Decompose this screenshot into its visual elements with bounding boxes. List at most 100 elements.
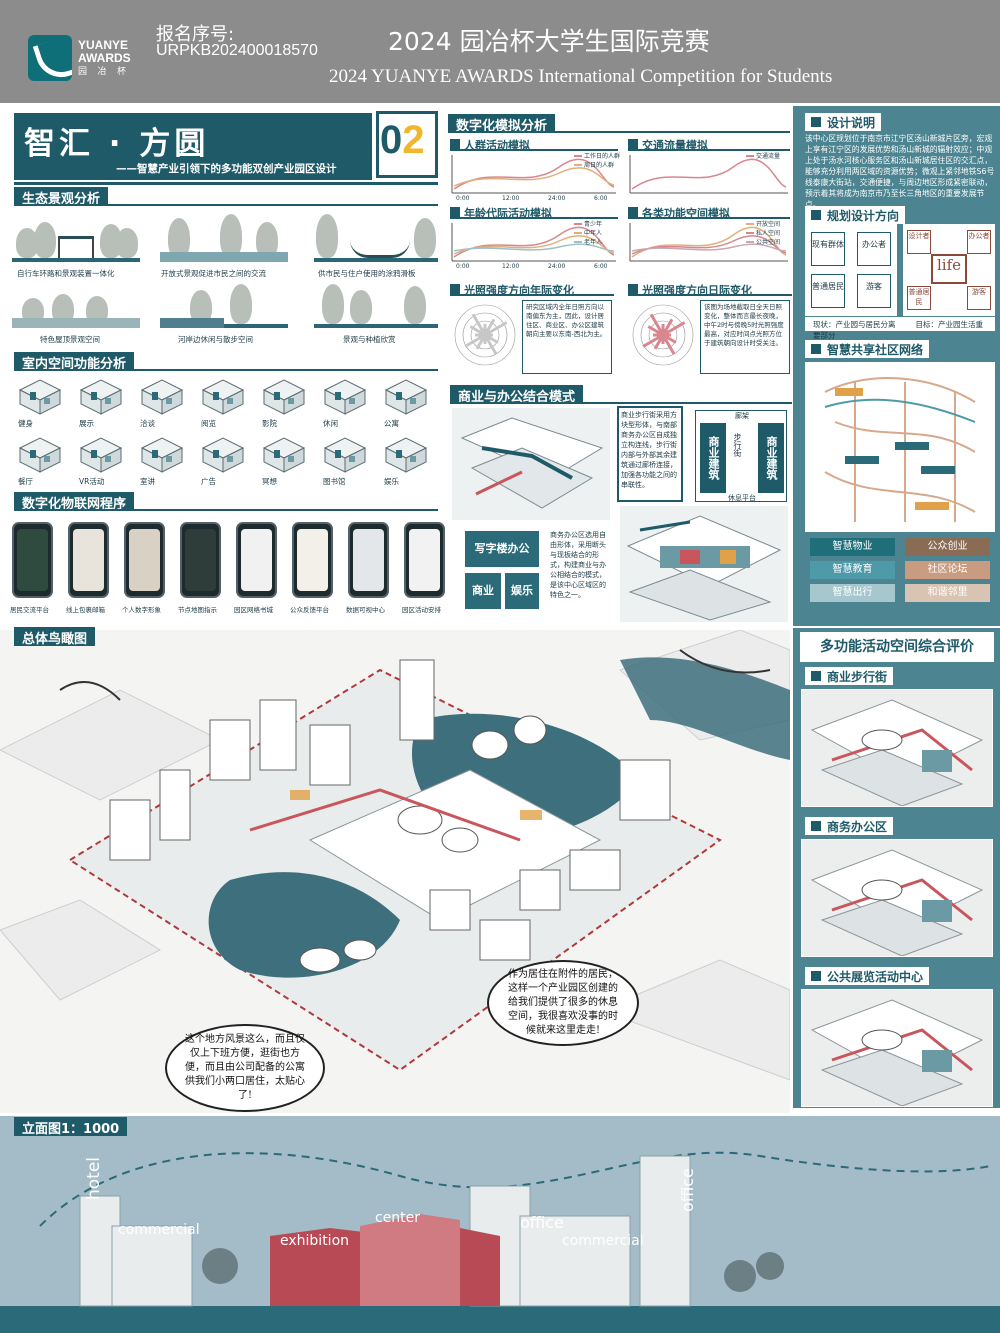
simulation-chart: [628, 221, 790, 267]
room-label: 阅览: [201, 419, 216, 428]
chart-tick: 0:00: [456, 263, 470, 270]
room-tile: [260, 434, 308, 474]
evaluation-item-image: [801, 689, 993, 807]
commerce-office-image: [620, 506, 788, 622]
room-tile: [77, 376, 125, 416]
divider: [14, 369, 438, 371]
ecology-image-1: [12, 210, 140, 266]
aerial-label: 总体鸟瞰图: [14, 627, 96, 647]
chart-tick: 24:00: [548, 195, 566, 202]
room-tile: [199, 434, 247, 474]
title-block: [14, 113, 372, 180]
room-tile: [260, 376, 308, 416]
community-pill: 智慧物业: [810, 538, 895, 556]
box-entertainment: 娱乐: [505, 573, 539, 609]
ecology-caption-2: 开放式景观促进市民之间的交流: [161, 269, 266, 278]
commerce-note1: 商业步行街采用方块型形体，与南部商务办公区自成独立构连线，步行街内部与外部其余建…: [621, 411, 677, 489]
chart-tick: 6:00: [594, 195, 608, 202]
chart-title: 年龄代际活动模拟: [464, 207, 552, 220]
elevation-label: 立面图1：1000: [14, 1117, 128, 1137]
competition-logo: YUANYE AWARDS 园 冶 杯: [28, 34, 148, 82]
divider: [450, 402, 792, 404]
room-label: VR活动: [79, 477, 105, 486]
divider: [14, 509, 438, 511]
chart-legend-item: 私人空间: [756, 230, 781, 237]
chart-title: 交通流量模拟: [642, 139, 708, 152]
room-tile: [77, 434, 125, 474]
ecology-caption-5: 河岸边休闲与散步空间: [178, 335, 253, 344]
evaluation-item-label: 公共展览活动中心: [805, 967, 930, 985]
room-tile: [321, 434, 369, 474]
chart-title-marker: [450, 207, 460, 217]
simulation-chart: [450, 153, 618, 199]
room-tile: [16, 434, 64, 474]
room-tile: [138, 434, 186, 474]
room-label: 健身: [18, 419, 33, 428]
chart-legend-item: 青少年: [584, 221, 603, 228]
ecology-image-2: [160, 210, 288, 266]
divider: [448, 131, 790, 133]
evaluation-item-image: [801, 989, 993, 1107]
room-tile: [382, 376, 430, 416]
project-subtitle: ——智慧产业引领下的多功能双创产业园区设计: [116, 163, 337, 175]
app-phone: [292, 522, 333, 598]
registration-label: 报名序号:: [156, 24, 235, 45]
chart-legend-item: 老年人: [584, 239, 603, 246]
commerce-note2: 商务办公区选用自由形体，采用断头与现板结合的形式，构建商业与办公相结合的模式，是…: [550, 531, 606, 599]
logo-en: YUANYE AWARDS: [78, 37, 131, 65]
chart-title: 人群活动模拟: [464, 139, 530, 152]
logo-cn: 园 冶 杯: [78, 65, 131, 76]
chart-tick: 6:00: [594, 263, 608, 270]
divider: [14, 204, 438, 206]
community-pill: 和谐邻里: [905, 584, 990, 602]
app-phone: [180, 522, 221, 598]
room-label: 餐厅: [18, 477, 33, 486]
commerce-diagram: 廊架 商业建筑 步行街 商业建筑 休息平台: [695, 410, 787, 502]
ecology-caption-3: 供市民与住户使用的涂鸦滑板: [318, 269, 416, 278]
speech-bubble-left: 这个地方风景这么，而且仅仅上下班方便，逛街也方便，而且由公司配备的公寓供我们小两…: [165, 1024, 325, 1112]
app-label: 公众反馈平台: [290, 606, 329, 614]
community-pill: 智慧教育: [810, 561, 895, 579]
community-label: 智慧共享社区网络: [805, 340, 930, 358]
sheet-number: 02: [380, 118, 425, 162]
chart-title-marker: [628, 207, 638, 217]
divider: [14, 182, 438, 185]
community-network-map: [805, 362, 995, 532]
registration-number: URPKB202400018570: [156, 42, 318, 59]
sheet-number-box: [376, 111, 438, 178]
elev-word-office-1: office: [520, 1213, 564, 1232]
app-phone: [236, 522, 277, 598]
evaluation-item-label: 商业步行街: [805, 667, 894, 685]
elev-word-exhibition: exhibition: [280, 1233, 350, 1249]
chart-legend-item: 中年人: [584, 230, 603, 237]
ecology-caption-1: 自行车环路和景观装置一体化: [17, 269, 115, 278]
elev-word-commercial-1: commercial: [118, 1222, 200, 1238]
digital-label: 数字化模拟分析: [448, 114, 556, 134]
app-label: 节点地图指示: [178, 606, 217, 614]
logo-mark-icon: [28, 35, 72, 81]
elev-word-hotel: hotel: [84, 1156, 104, 1200]
chart-tick: 24:00: [548, 263, 566, 270]
community-pill: 智慧出行: [810, 584, 895, 602]
commerce-label: 商业与办公结合模式: [450, 385, 584, 405]
room-label: 休闲: [323, 419, 338, 428]
chart-title-marker: [450, 139, 460, 149]
chart-legend-item: 公共空间: [756, 239, 781, 246]
project-title: 智汇 · 方圆: [24, 126, 210, 162]
app-phone: [12, 522, 53, 598]
chart-tick: 0:00: [456, 195, 470, 202]
ecology-label: 生态景观分析: [14, 187, 109, 207]
chart-legend-item: 开放空间: [756, 221, 781, 228]
room-label: 娱乐: [384, 477, 399, 486]
evaluation-item-label: 商务办公区: [805, 817, 894, 835]
commerce-street-image: [452, 408, 610, 520]
chart-legend-item: 周日的人群: [584, 162, 615, 169]
ecology-image-4: [12, 280, 140, 332]
app-label: 线上包裹邮箱: [66, 606, 105, 614]
app-label: 居民交流平台: [10, 606, 49, 614]
room-label: 图书馆: [323, 477, 346, 486]
room-label: 冥想: [262, 477, 277, 486]
radial-chart: [628, 300, 698, 370]
commerce-note1-frame: [617, 406, 683, 502]
